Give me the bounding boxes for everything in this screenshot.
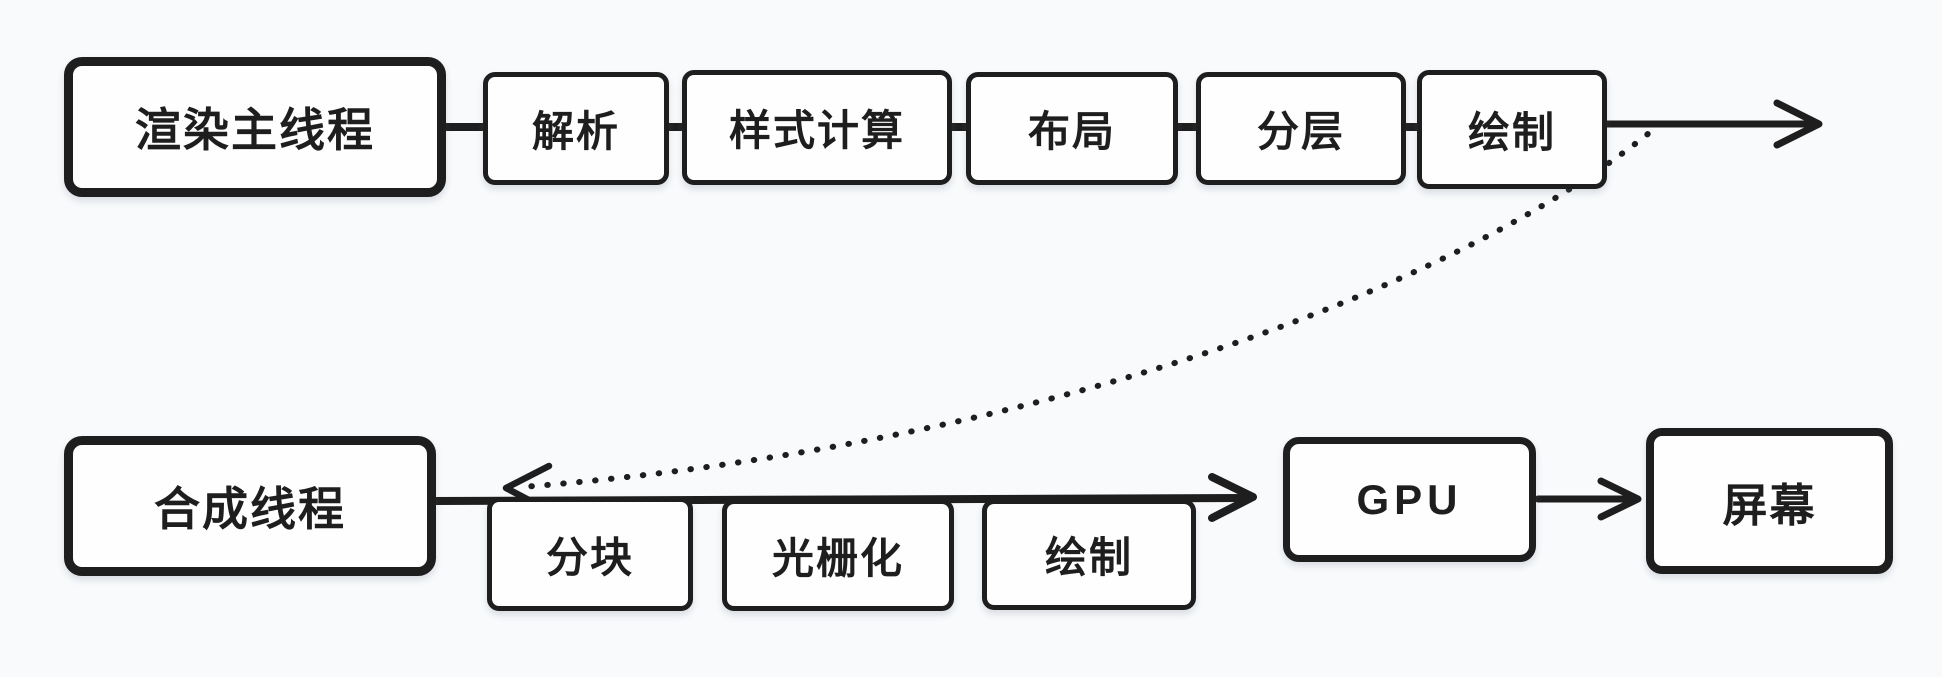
node-layering: 分层 bbox=[1196, 72, 1406, 185]
node-layout: 布局 bbox=[966, 72, 1178, 185]
node-style-calc: 样式计算 bbox=[682, 70, 952, 185]
node-rasterize: 光栅化 bbox=[722, 499, 954, 611]
node-draw: 绘制 bbox=[982, 499, 1196, 610]
gpu-to-screen-arrow-head bbox=[1597, 477, 1642, 521]
node-gpu-label: GPU bbox=[1356, 475, 1463, 523]
node-render-main-thread: 渲染主线程 bbox=[64, 57, 446, 197]
compositor-to-gpu-arrow-head bbox=[1208, 473, 1257, 522]
main-thread-output-arrow-head bbox=[1773, 99, 1823, 149]
node-screen-label: 屏幕 bbox=[1722, 479, 1817, 531]
node-compositor-thread-label: 合成线程 bbox=[154, 483, 346, 535]
node-parse: 解析 bbox=[483, 72, 669, 185]
node-parse-label: 解析 bbox=[531, 108, 620, 155]
node-compositor-thread: 合成线程 bbox=[64, 436, 436, 576]
node-layout-label: 布局 bbox=[1027, 108, 1116, 155]
node-rasterize-label: 光栅化 bbox=[771, 534, 904, 582]
node-draw-label: 绘制 bbox=[1044, 534, 1133, 581]
node-style-calc-label: 样式计算 bbox=[728, 107, 905, 154]
node-tiling: 分块 bbox=[487, 497, 693, 611]
node-screen: 屏幕 bbox=[1646, 428, 1893, 574]
node-paint: 绘制 bbox=[1417, 70, 1607, 189]
node-render-main-thread-label: 渲染主线程 bbox=[135, 104, 375, 156]
node-gpu: GPU bbox=[1283, 437, 1536, 562]
node-tiling-label: 分块 bbox=[545, 533, 634, 581]
node-paint-label: 绘制 bbox=[1467, 109, 1556, 156]
node-layering-label: 分层 bbox=[1256, 108, 1345, 155]
